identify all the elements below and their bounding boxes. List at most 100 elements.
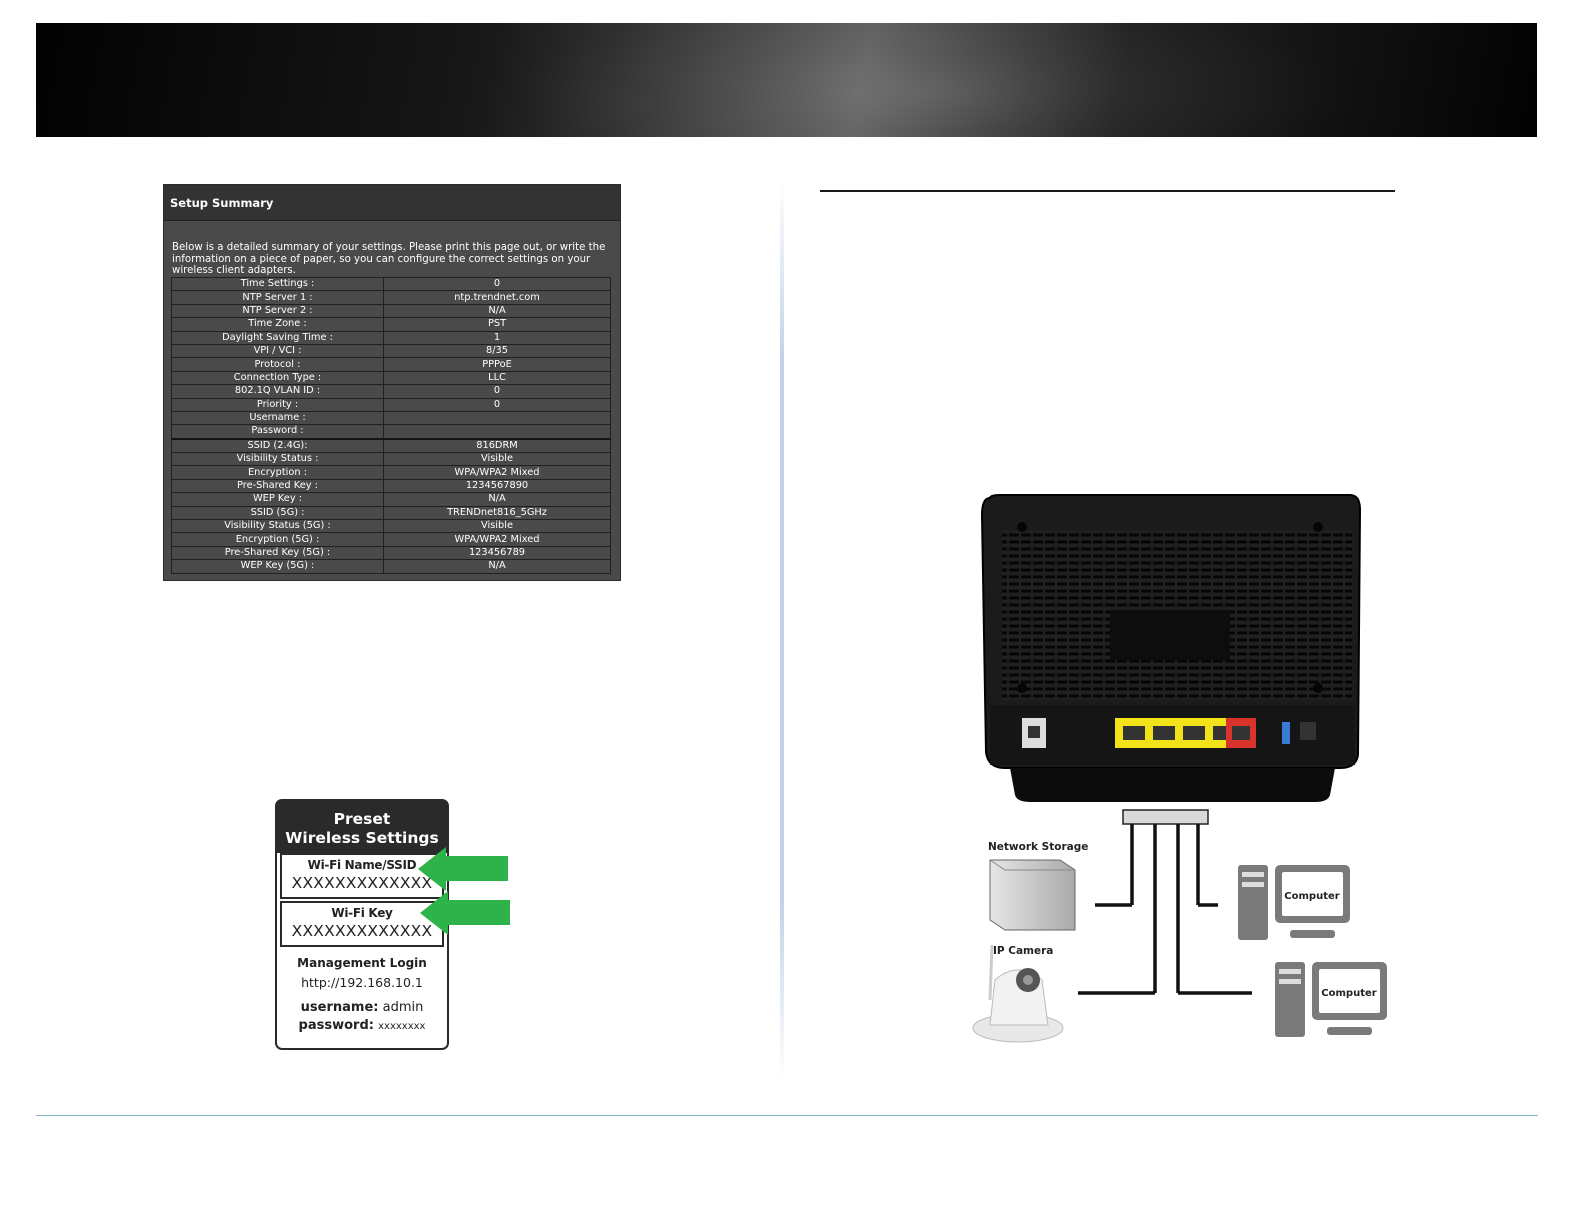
setting-name: Username : xyxy=(171,410,384,426)
setting-value: WPA/WPA2 Mixed xyxy=(383,532,611,547)
table-row: Time Settings :0 xyxy=(171,276,611,292)
router-network-diagram: Network Storage IP Camera Computer Compu… xyxy=(972,494,1387,1043)
table-row: VPI / VCI :8/35 xyxy=(171,343,611,359)
table-row: WEP Key (5G) :N/A xyxy=(171,559,611,574)
password-label: password: xyxy=(298,1018,374,1033)
footer-rule xyxy=(36,1115,1538,1116)
setting-name: Time Zone : xyxy=(171,317,384,332)
table-row: NTP Server 1 :ntp.trendnet.com xyxy=(171,290,611,305)
setting-value: LLC xyxy=(383,370,611,386)
setting-name: WEP Key (5G) : xyxy=(171,559,384,574)
preset-wireless-sticker: Preset Wireless Settings Wi-Fi Name/SSID… xyxy=(275,799,449,1050)
table-row: NTP Server 2 :N/A xyxy=(171,303,611,319)
setting-value: ntp.trendnet.com xyxy=(383,290,611,305)
setup-summary-title: Setup Summary xyxy=(164,185,620,221)
setting-name: Priority : xyxy=(171,397,384,412)
table-row: Connection Type :LLC xyxy=(171,370,611,386)
setting-value: Visible xyxy=(383,519,611,534)
setting-value: WPA/WPA2 Mixed xyxy=(383,465,611,480)
setting-value xyxy=(383,410,611,426)
wifi-key-value: XXXXXXXXXXXXX xyxy=(291,922,433,940)
setting-value: 123456789 xyxy=(383,545,611,561)
setting-value: N/A xyxy=(383,559,611,574)
ip-camera-icon xyxy=(972,944,1064,1043)
setting-name: 802.1Q VLAN ID : xyxy=(171,384,384,399)
setting-value: 816DRM xyxy=(383,437,611,454)
setting-name: Password : xyxy=(171,424,384,440)
setting-name: Encryption : xyxy=(171,465,384,480)
setting-name: SSID (5G) : xyxy=(171,505,384,521)
setting-name: Protocol : xyxy=(171,357,384,372)
setting-value: N/A xyxy=(383,492,611,507)
network-storage-icon xyxy=(989,859,1076,931)
management-url: http://192.168.10.1 xyxy=(301,975,423,990)
table-row: Priority :0 xyxy=(171,397,611,412)
management-login-label: Management Login xyxy=(297,956,427,970)
setting-value: 1234567890 xyxy=(383,478,611,494)
setting-value: N/A xyxy=(383,303,611,319)
ssid-box: Wi-Fi Name/SSID XXXXXXXXXXXXX xyxy=(280,853,444,899)
table-row: Visibility Status :Visible xyxy=(171,452,611,467)
setting-value: PPPoE xyxy=(383,357,611,372)
network-cables xyxy=(1078,809,1252,995)
table-row: WEP Key :N/A xyxy=(171,492,611,507)
table-row: Password : xyxy=(171,424,611,440)
setting-name: NTP Server 1 : xyxy=(171,290,384,305)
setting-value: 0 xyxy=(383,397,611,412)
setting-name: Pre-Shared Key (5G) : xyxy=(171,545,384,561)
setting-value: 8/35 xyxy=(383,343,611,359)
network-storage-label: Network Storage xyxy=(988,841,1088,853)
setting-name: Time Settings : xyxy=(171,276,384,292)
setup-summary-description: Below is a detailed summary of your sett… xyxy=(172,242,606,276)
header-banner-sweep xyxy=(36,23,1537,137)
ssid-value: XXXXXXXXXXXXX xyxy=(291,874,433,892)
ip-camera-label: IP Camera xyxy=(993,945,1053,957)
table-row: SSID (2.4G):816DRM xyxy=(171,437,611,454)
computer-label: Computer xyxy=(1284,891,1339,902)
table-row: Protocol :PPPoE xyxy=(171,357,611,372)
setting-value: 1 xyxy=(383,330,611,345)
setting-name: Encryption (5G) : xyxy=(171,532,384,547)
password-value: xxxxxxxx xyxy=(378,1021,426,1032)
table-row: Daylight Saving Time :1 xyxy=(171,330,611,345)
table-row: SSID (5G) :TRENDnet816_5GHz xyxy=(171,505,611,521)
table-row: 802.1Q VLAN ID :0 xyxy=(171,384,611,399)
setting-name: WEP Key : xyxy=(171,492,384,507)
table-row: Encryption :WPA/WPA2 Mixed xyxy=(171,465,611,480)
password-line: password: xxxxxxxx xyxy=(277,1018,447,1033)
table-row: Encryption (5G) :WPA/WPA2 Mixed xyxy=(171,532,611,547)
table-row: Time Zone :PST xyxy=(171,317,611,332)
username-label: username: xyxy=(300,1000,379,1015)
computer-label: Computer xyxy=(1321,988,1376,999)
table-row: Visibility Status (5G) :Visible xyxy=(171,519,611,534)
setting-value: 0 xyxy=(383,384,611,399)
setting-value: TRENDnet816_5GHz xyxy=(383,505,611,521)
router-icon xyxy=(980,494,1362,802)
setting-value xyxy=(383,424,611,440)
setting-name: Visibility Status (5G) : xyxy=(171,519,384,534)
ssid-arrow-icon xyxy=(418,847,508,891)
username-line: username: admin xyxy=(277,1000,447,1015)
setting-name: VPI / VCI : xyxy=(171,343,384,359)
key-arrow-icon xyxy=(420,891,510,935)
table-row: Username : xyxy=(171,410,611,426)
wifi-key-label: Wi-Fi Key xyxy=(331,906,393,920)
arrows-overlay xyxy=(418,847,510,935)
setting-value: PST xyxy=(383,317,611,332)
table-row: Pre-Shared Key :1234567890 xyxy=(171,478,611,494)
setting-name: Daylight Saving Time : xyxy=(171,330,384,345)
setting-name: Visibility Status : xyxy=(171,452,384,467)
setting-value: 0 xyxy=(383,276,611,292)
setting-value: Visible xyxy=(383,452,611,467)
setting-name: Connection Type : xyxy=(171,370,384,386)
sticker-title-line1: Preset xyxy=(333,810,391,828)
setting-name: SSID (2.4G): xyxy=(171,437,384,454)
computer-icon xyxy=(1238,865,1350,940)
page-divider xyxy=(780,180,784,1080)
sticker-title-line2: Wireless Settings xyxy=(285,829,439,847)
setting-name: NTP Server 2 : xyxy=(171,303,384,319)
section-rule xyxy=(820,190,1395,192)
table-row: Pre-Shared Key (5G) :123456789 xyxy=(171,545,611,561)
username-value: admin xyxy=(382,1000,424,1015)
